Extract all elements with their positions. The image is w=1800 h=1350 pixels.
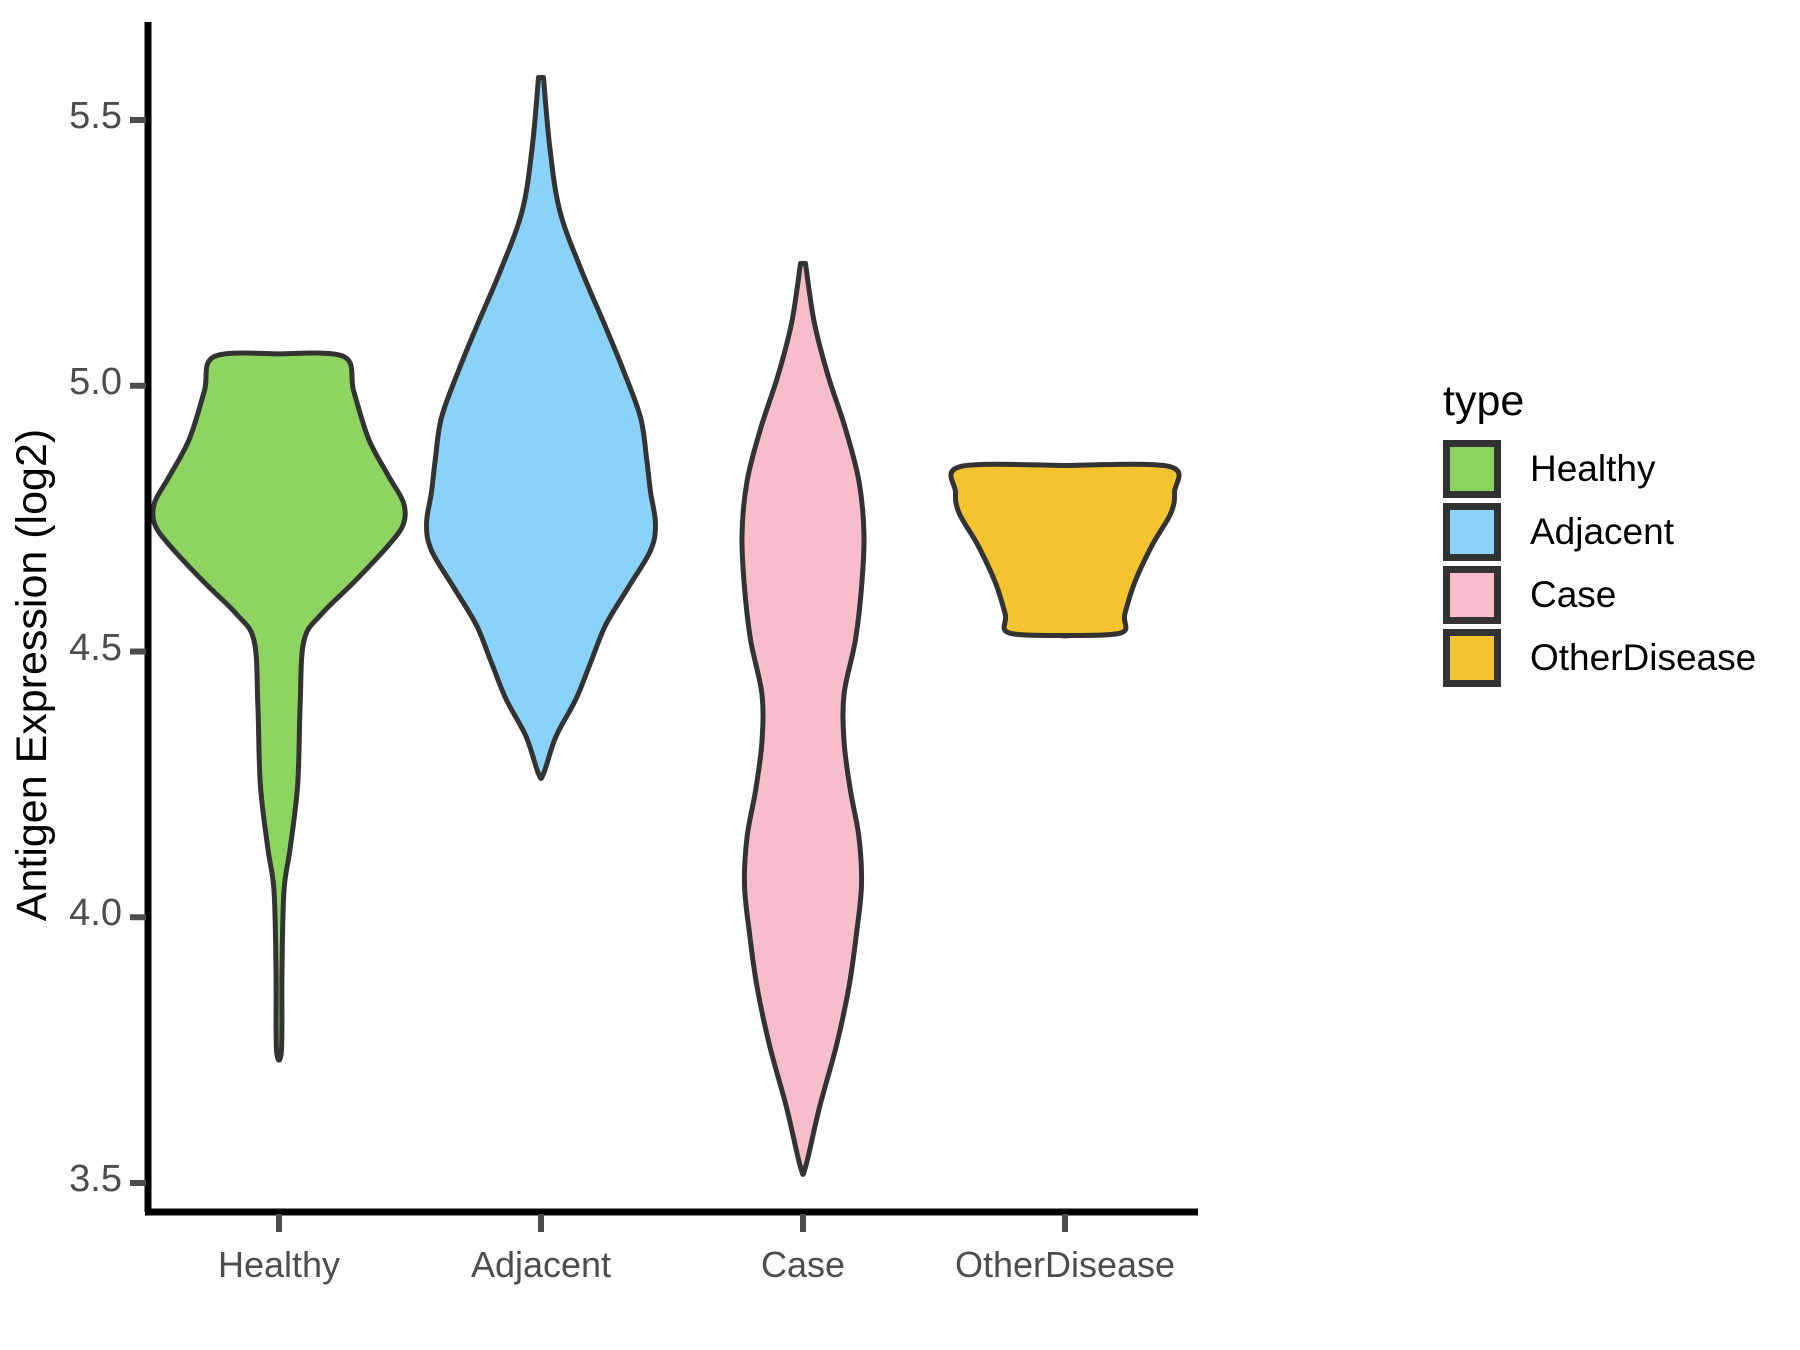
x-tick-label-adjacent: Adjacent <box>470 1244 612 1285</box>
legend-swatch-case <box>1443 565 1501 624</box>
legend-title: type <box>1443 377 1525 425</box>
x-tick-label-healthy: Healthy <box>217 1244 341 1285</box>
y-tick-label: 4.0 <box>69 892 122 935</box>
violin-adjacent <box>424 74 658 781</box>
axis-lines <box>130 22 1198 1232</box>
y-tick-label: 3.5 <box>69 1158 122 1200</box>
legend-swatch-healthy <box>1443 439 1501 498</box>
legend: type Healthy Adjacent Case OtherDisease <box>1443 380 1783 689</box>
y-tick-label: 4.5 <box>69 626 122 669</box>
legend-label-adjacent: Adjacent <box>1530 510 1674 552</box>
legend-swatch-adjacent <box>1443 502 1501 561</box>
legend-item-case[interactable]: Case <box>1443 563 1783 626</box>
legend-item-otherdisease[interactable]: OtherDisease <box>1443 626 1783 689</box>
legend-label-otherdisease: OtherDisease <box>1530 636 1757 678</box>
legend-item-healthy[interactable]: Healthy <box>1443 437 1783 500</box>
violin-healthy <box>150 350 408 1063</box>
x-tick-label-case: Case <box>760 1244 846 1285</box>
y-tick-label: 5.5 <box>69 95 122 137</box>
x-tick-label-otherdisease: OtherDisease <box>954 1244 1176 1285</box>
violin-case <box>739 261 867 1177</box>
legend-swatch-otherdisease <box>1443 628 1501 687</box>
violin-otherdisease <box>948 461 1182 639</box>
legend-label-case: Case <box>1530 573 1617 615</box>
legend-item-adjacent[interactable]: Adjacent <box>1443 500 1783 563</box>
y-tick-label: 5.0 <box>69 360 122 403</box>
legend-label-healthy: Healthy <box>1530 447 1656 489</box>
